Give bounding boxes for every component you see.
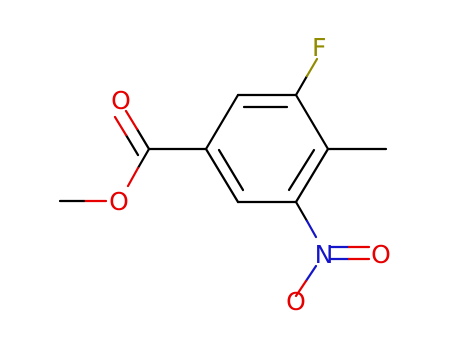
- ester-bond: [136, 147, 151, 170]
- fluorine-label: F: [312, 33, 326, 62]
- nitro-bond: [305, 219, 318, 239]
- nitrogen-label: N: [315, 240, 334, 269]
- fluorine-bond: [294, 74, 309, 97]
- carbonyl-double-bond: [124, 109, 139, 131]
- ring-double-bond: [217, 148, 245, 192]
- nitro-oxygen-lower-label: O: [286, 287, 306, 316]
- carbonyl-double-bond: [135, 127, 151, 151]
- nitro-oxygen-right-label: O: [371, 240, 391, 269]
- carbonyl-double-bond: [113, 115, 128, 137]
- nitro-single-bond: [304, 264, 318, 283]
- ring-bond: [294, 93, 330, 151]
- nitro-single-bond: [294, 279, 308, 298]
- ring-bond: [294, 147, 330, 204]
- ester-oxygen-label: O: [109, 187, 129, 216]
- nitro-bond: [294, 200, 309, 223]
- carbonyl-double-bond: [124, 133, 140, 157]
- ester-bond: [126, 166, 140, 188]
- carbonyl-oxygen-label: O: [111, 86, 131, 115]
- ring-double-bond: [287, 148, 316, 192]
- ring-bond: [204, 93, 240, 151]
- fluorine-bond: [305, 57, 319, 78]
- ring-bond: [204, 147, 240, 204]
